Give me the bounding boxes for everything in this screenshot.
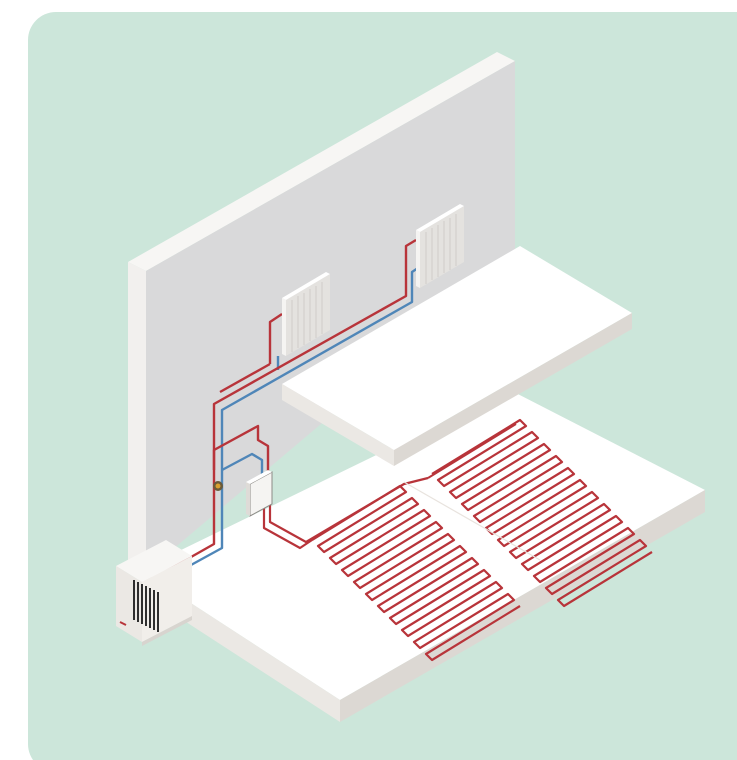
mixing-valve [213,481,223,491]
manifold-box [246,470,273,517]
upper-floor-slab [282,246,632,466]
outdoor-heat-pump [116,540,192,646]
brand-mark [119,621,127,626]
wall-radiator-lower [282,272,330,356]
wall-radiator-upper [416,204,464,288]
flow-pipe [153,238,417,580]
heat-pump-grille-icon [133,580,159,632]
wall [128,52,515,572]
underfloor-heating-loop [262,418,653,662]
